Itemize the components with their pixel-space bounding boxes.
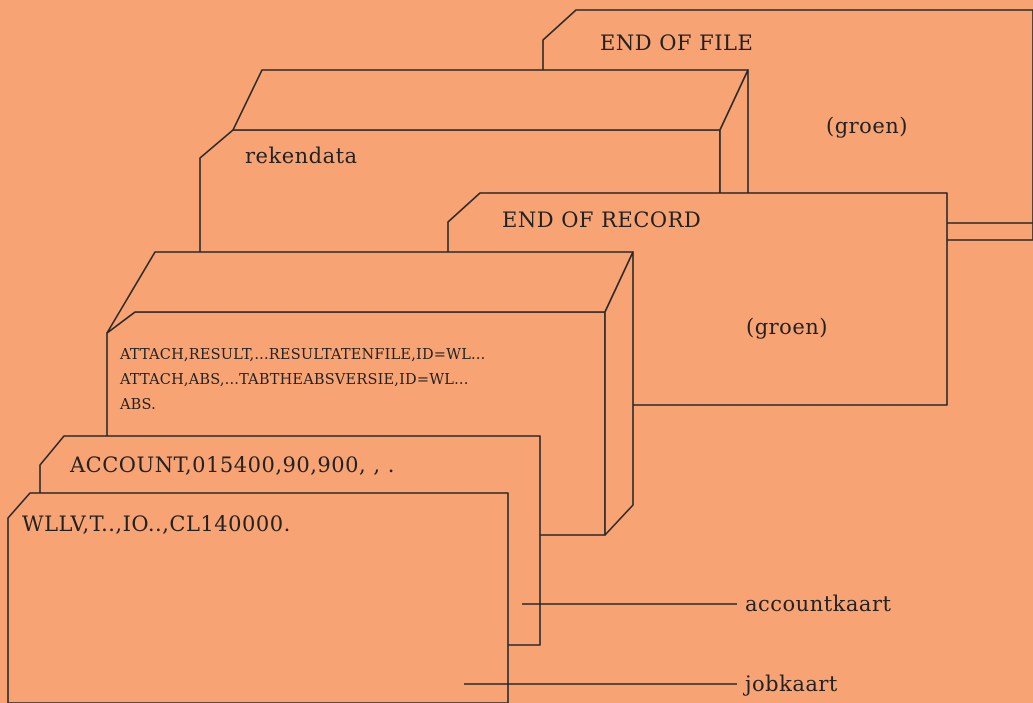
- end-of-file-title: END OF FILE: [600, 31, 753, 55]
- control-line-2: ATTACH,ABS,...TABTHEABSVERSIE,ID=WL...: [119, 372, 469, 388]
- control-line-3: ABS.: [119, 397, 156, 413]
- end-of-file-color-note: (groen): [826, 114, 908, 138]
- job-card-text: WLLV,T..,IO..,CL140000.: [22, 512, 291, 536]
- control-line-1: ATTACH,RESULT,...RESULTATENFILE,ID=WL...: [119, 347, 485, 363]
- jobkaart-label: jobkaart: [742, 672, 838, 696]
- job-card: WLLV,T..,IO..,CL140000.: [7, 492, 509, 703]
- account-card-text: ACCOUNT,015400,90,900, , .: [69, 453, 395, 477]
- accountkaart-label: accountkaart: [745, 592, 891, 616]
- accountkaart-callout: accountkaart: [522, 592, 891, 616]
- end-of-record-title: END OF RECORD: [502, 208, 701, 232]
- jobkaart-callout: jobkaart: [464, 672, 838, 696]
- rekendata-label: rekendata: [245, 144, 358, 168]
- end-of-record-color-note: (groen): [746, 315, 828, 339]
